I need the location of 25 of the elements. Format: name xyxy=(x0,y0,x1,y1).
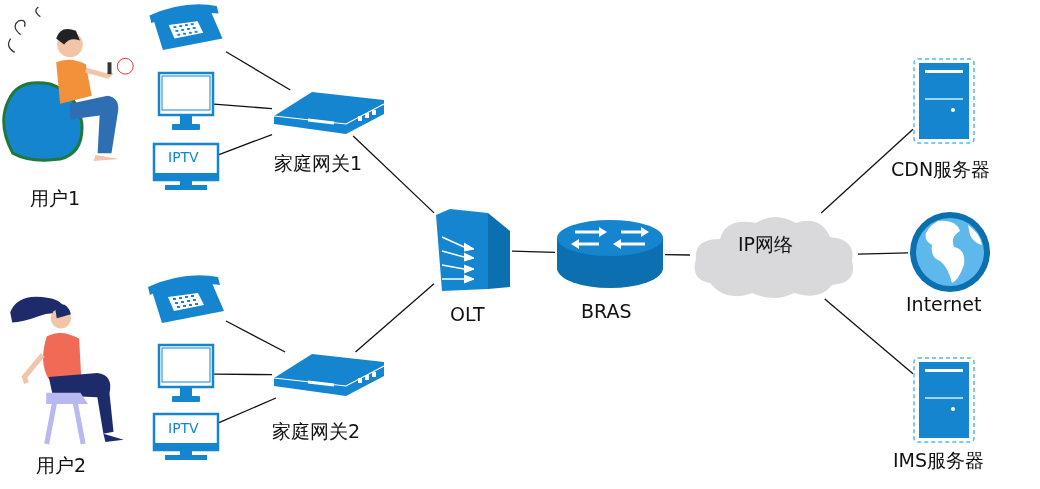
node-label: 用户2 xyxy=(36,454,87,477)
connector-line xyxy=(824,298,914,375)
connector-line xyxy=(352,135,435,214)
node-label: Internet xyxy=(906,293,982,316)
node-label: BRAS xyxy=(581,300,632,323)
connector-line xyxy=(511,250,556,254)
node-label: 用户1 xyxy=(30,187,81,210)
connector-line xyxy=(354,283,435,353)
connector-line xyxy=(857,252,909,255)
connector-line xyxy=(213,373,273,376)
node-label: IMS服务器 xyxy=(893,449,985,472)
node-label: 家庭网关2 xyxy=(272,420,361,443)
connector-line xyxy=(213,103,273,110)
connector-line xyxy=(218,133,273,156)
connector-line xyxy=(225,320,286,353)
screen-label: IPTV xyxy=(168,149,199,166)
connector-line xyxy=(218,397,277,424)
node-label: CDN服务器 xyxy=(891,158,991,181)
connector-line xyxy=(820,128,914,214)
screen-label: IPTV xyxy=(168,420,199,437)
node-label: 家庭网关1 xyxy=(274,152,363,175)
connector-line xyxy=(664,254,691,256)
connector-line xyxy=(225,51,291,91)
node-label: OLT xyxy=(450,303,485,326)
node-label: IP网络 xyxy=(738,233,794,256)
